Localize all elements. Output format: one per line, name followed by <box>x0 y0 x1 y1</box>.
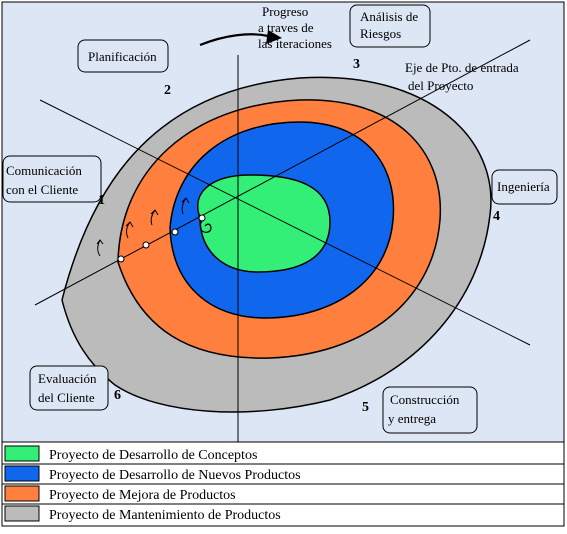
spiral-start-curl <box>199 219 212 233</box>
region-label: Comunicación con el Cliente <box>6 163 85 197</box>
region-label: Evaluación del Cliente <box>38 371 100 405</box>
legend-swatch-orange <box>4 485 40 502</box>
progress-label: Progreso a traves de las iteraciones <box>258 4 332 51</box>
region-ingenieria: Ingeniería <box>491 169 558 205</box>
legend-label: Proyecto de Mantenimiento de Productos <box>49 508 281 523</box>
entry-point <box>142 241 150 249</box>
entry-point <box>117 255 125 263</box>
region-box <box>382 386 478 434</box>
progress-label-line: las iteraciones <box>258 36 332 51</box>
region-box <box>77 39 169 73</box>
region-planificacion: Planificación <box>77 39 169 73</box>
green-spiral-layer <box>197 174 331 273</box>
entry-point <box>198 214 206 222</box>
axis-label-line: Eje de Pto. de entrada <box>405 60 519 75</box>
region-number: 2 <box>164 83 171 98</box>
region-box <box>29 365 109 411</box>
legend-swatch-green <box>4 445 40 462</box>
project-entry-axis-line <box>34 39 531 306</box>
legend-swatch-blue <box>4 465 40 482</box>
legend-label: Proyecto de Desarrollo de Nuevos Product… <box>49 468 301 483</box>
region-evaluacion-cliente: Evaluación del Cliente <box>29 365 109 411</box>
region-label: Construcción y entrega <box>388 392 463 426</box>
region-box <box>2 155 102 203</box>
region-box <box>491 169 558 205</box>
diagonal-axis-line <box>39 99 531 346</box>
entry-arrow <box>125 221 134 239</box>
region-box <box>349 4 431 48</box>
legend-label: Proyecto de Mejora de Productos <box>49 488 236 503</box>
region-analisis-riesgos: Análisis de Riesgos <box>349 4 431 48</box>
entry-arrow <box>181 197 190 215</box>
region-number: 1 <box>98 193 105 208</box>
progress-label-line: Progreso <box>262 4 308 19</box>
region-construccion-entrega: Construcción y entrega <box>382 386 478 434</box>
region-number: 5 <box>362 400 369 415</box>
entry-arrow <box>150 209 159 226</box>
region-label: Análisis de Riesgos <box>360 9 421 41</box>
progress-label-line: a traves de <box>258 20 314 35</box>
legend: Proyecto de Desarrollo de Conceptos Proy… <box>1 441 565 527</box>
region-number: 4 <box>493 209 500 224</box>
region-number: 3 <box>353 57 360 72</box>
entry-point <box>171 228 179 236</box>
legend-label: Proyecto de Desarrollo de Conceptos <box>49 448 257 463</box>
progress-arrow-head <box>266 30 282 44</box>
region-number: 6 <box>114 388 121 403</box>
legend-swatch-grey <box>4 505 40 522</box>
progress-arrow <box>199 33 269 47</box>
entry-arrow <box>96 239 104 257</box>
region-label: Ingeniería <box>497 179 550 194</box>
region-label: Planificación <box>88 49 157 64</box>
region-comunicacion-cliente: Comunicación con el Cliente <box>2 155 102 203</box>
axis-label: Eje de Pto. de entrada del Proyecto <box>405 60 522 93</box>
axis-label-line: del Proyecto <box>408 78 473 93</box>
